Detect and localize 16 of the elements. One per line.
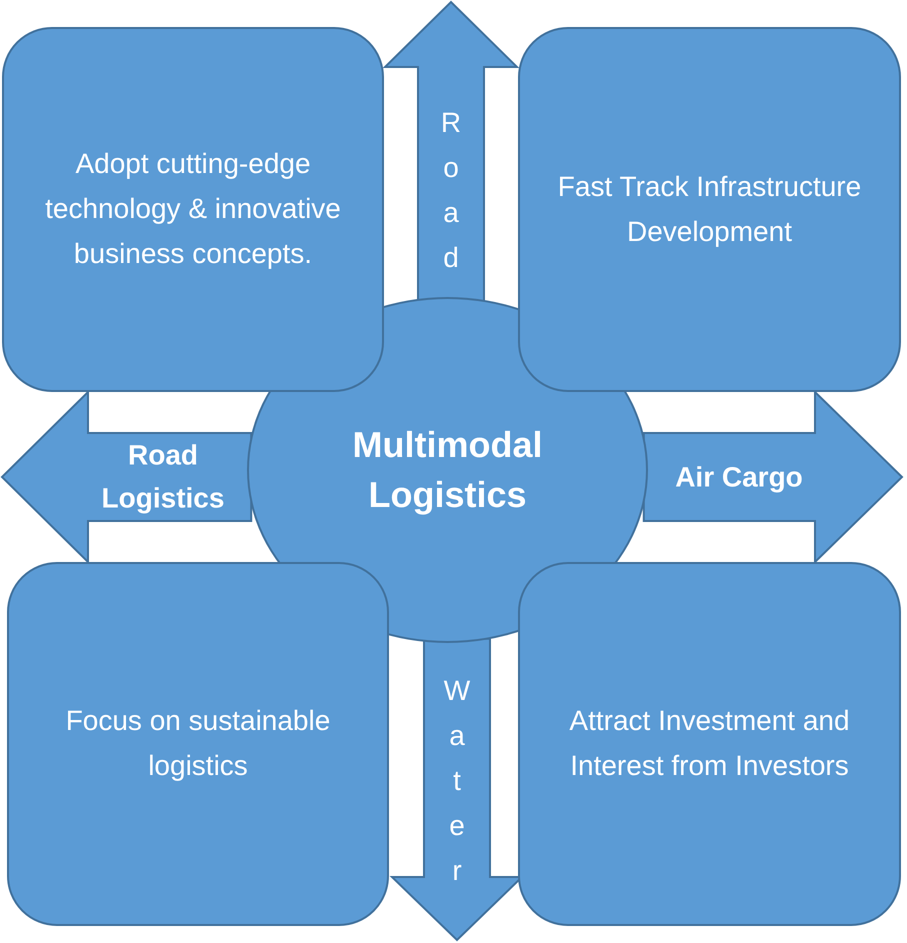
rounded-box	[518, 27, 901, 392]
arrow-label: Air Cargo	[674, 460, 804, 494]
block-arrow	[382, 0, 520, 302]
arrow-label: Water	[442, 674, 474, 888]
center-title: Multimodal Logistics	[352, 422, 544, 517]
box-text: Adopt cutting-edge technology & innovative business concepts.	[44, 147, 342, 271]
box-text: Fast Track Infrastructure Development	[556, 170, 862, 249]
arrow-label: Road	[440, 106, 466, 275]
box-text: Attract Investment and Interest from Investors	[568, 704, 851, 783]
arrow-label: Road Logistics	[100, 438, 226, 516]
rounded-box	[7, 562, 389, 926]
rounded-box	[2, 27, 384, 392]
block-arrow	[642, 390, 904, 564]
box-text: Focus on sustainable logistics	[64, 704, 332, 783]
rounded-box	[518, 562, 901, 926]
block-arrow	[0, 390, 252, 564]
